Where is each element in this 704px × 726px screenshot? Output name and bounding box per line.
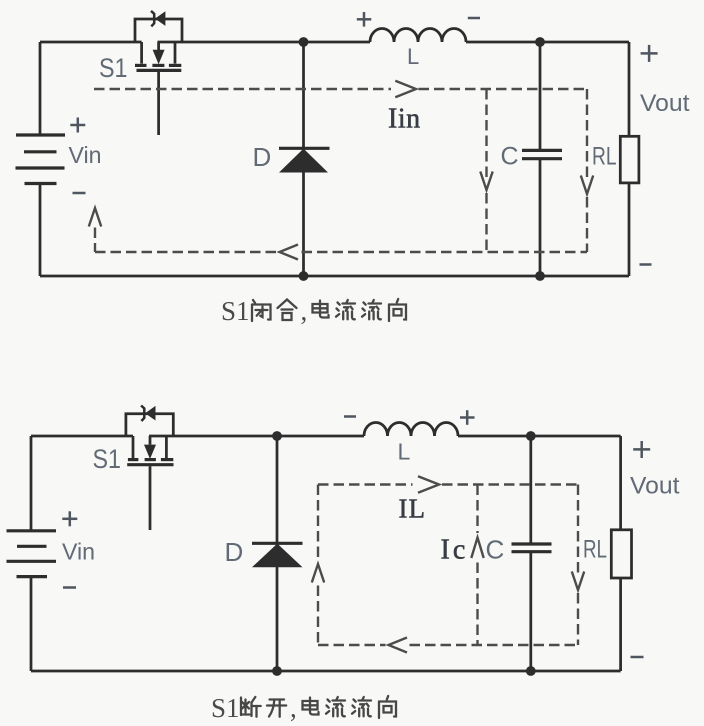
svg-text:Iin: Iin (388, 104, 421, 135)
svg-text:Vin: Vin (69, 142, 102, 168)
svg-text:RL: RL (592, 143, 617, 171)
svg-text:,: , (290, 693, 297, 723)
svg-text:L: L (398, 439, 411, 465)
svg-text:IL: IL (399, 494, 426, 524)
svg-text:S1: S1 (221, 296, 250, 326)
svg-text:RL: RL (583, 536, 607, 564)
svg-text:L: L (407, 44, 419, 69)
svg-text:S1: S1 (93, 444, 122, 474)
svg-text:D: D (253, 142, 272, 172)
svg-text:S1: S1 (211, 693, 240, 723)
svg-text:Vout: Vout (640, 90, 690, 117)
svg-text:Vin: Vin (62, 539, 95, 565)
svg-text:C: C (486, 535, 505, 565)
svg-text:,: , (301, 296, 308, 326)
svg-text:S1: S1 (99, 53, 128, 83)
svg-text:C: C (501, 143, 519, 171)
svg-text:Vout: Vout (630, 473, 680, 500)
svg-text:Ic: Ic (441, 535, 469, 566)
svg-text:D: D (225, 537, 244, 567)
